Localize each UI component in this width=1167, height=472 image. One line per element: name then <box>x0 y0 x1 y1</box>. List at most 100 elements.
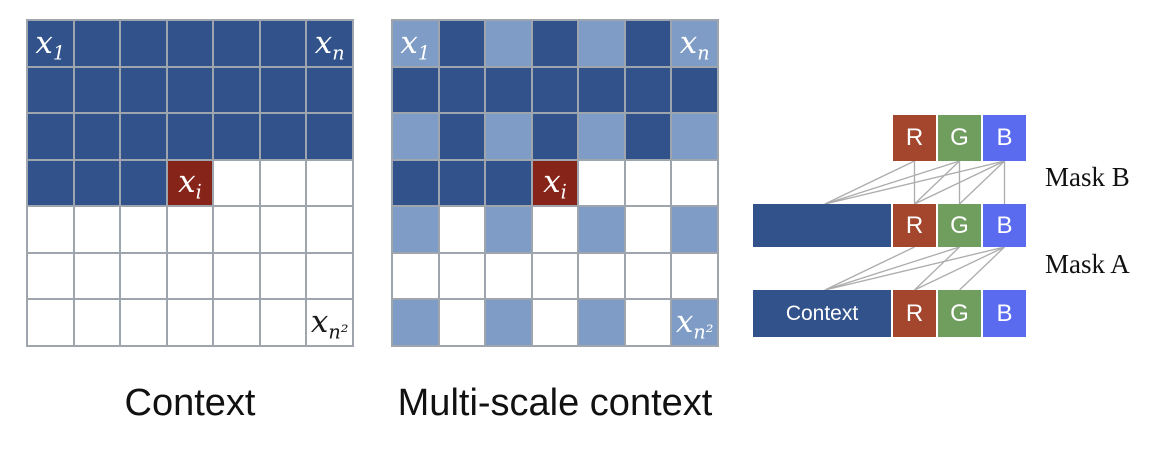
grid-cell <box>28 114 73 159</box>
grid-cell <box>121 300 166 345</box>
grid-cell <box>579 207 624 252</box>
mask-connection-line <box>914 246 960 291</box>
cell-math-label: xi <box>178 164 202 205</box>
mask-connection-line <box>824 160 1005 205</box>
grid-cell <box>672 160 717 206</box>
grid-cell <box>486 160 531 206</box>
grid-cell <box>260 21 306 66</box>
grid-cell <box>307 160 352 206</box>
grid-cell <box>532 21 578 66</box>
multiscale-grid: x1 xn xi xn² <box>391 19 719 347</box>
grid-cell <box>28 160 73 206</box>
middle-b-square: B <box>983 204 1026 247</box>
grid-cell <box>439 67 485 113</box>
grid-cell <box>393 253 438 299</box>
grid-cell <box>672 67 717 113</box>
grid-cell: xn² <box>672 300 717 345</box>
cell-math-label: x1 <box>35 24 66 65</box>
mask-b-label: Mask B <box>1045 162 1130 192</box>
grid-cell <box>260 114 306 159</box>
grid-cell <box>74 114 120 159</box>
grid-cell <box>486 300 531 345</box>
grid-cell <box>439 253 485 299</box>
grid-cell: xi <box>532 160 578 206</box>
mask-connection-line <box>824 246 915 291</box>
grid-cell <box>532 67 578 113</box>
grid-cell <box>167 300 213 345</box>
bottom-b-square: B <box>983 290 1026 337</box>
cell-math-label: xn <box>314 24 345 65</box>
grid-cell <box>214 21 259 66</box>
grid-cell: x1 <box>393 21 438 66</box>
grid-cell <box>393 67 438 113</box>
grid-cell: xn <box>307 21 352 66</box>
mask-connection-line <box>914 160 960 205</box>
mask-connection-line <box>824 160 960 205</box>
grid-cell <box>214 253 259 299</box>
mask-connection-line <box>914 160 1005 205</box>
grid-cell <box>260 207 306 252</box>
grid-cell <box>74 67 120 113</box>
grid-cell <box>486 67 531 113</box>
grid-cell <box>74 160 120 206</box>
grid-cell <box>214 114 259 159</box>
top-b-square: B <box>983 115 1026 161</box>
grid-cell <box>625 207 671 252</box>
grid-cell <box>532 300 578 345</box>
grid-cell <box>672 114 717 159</box>
multiscale-grid-caption: Multi-scale context <box>397 382 713 424</box>
grid-cell <box>579 67 624 113</box>
grid-cell <box>672 253 717 299</box>
cell-math-label: xn <box>679 24 710 65</box>
middle-context-bar <box>753 204 891 247</box>
grid-cell <box>532 253 578 299</box>
mask-connection-line <box>959 246 1005 291</box>
grid-cell <box>214 300 259 345</box>
mask-connection-line <box>959 160 1005 205</box>
grid-cell <box>486 253 531 299</box>
grid-cell: xi <box>167 160 213 206</box>
grid-cell <box>439 300 485 345</box>
cell-math-label: xn² <box>310 304 349 344</box>
grid-cell <box>121 207 166 252</box>
grid-cell <box>167 253 213 299</box>
mask-connection-line <box>824 246 1005 291</box>
cell-math-label: xi <box>543 164 567 205</box>
grid-cell <box>214 160 259 206</box>
grid-cell <box>307 114 352 159</box>
grid-cell <box>393 114 438 159</box>
grid-cell <box>260 67 306 113</box>
grid-cell <box>307 67 352 113</box>
grid-cell <box>625 253 671 299</box>
grid-cell <box>579 300 624 345</box>
grid-cell <box>439 114 485 159</box>
grid-cell <box>167 114 213 159</box>
grid-cell <box>625 114 671 159</box>
grid-cell <box>74 207 120 252</box>
grid-cell <box>579 114 624 159</box>
mask-connection-line <box>914 246 1005 291</box>
grid-cell <box>74 253 120 299</box>
grid-cell <box>393 207 438 252</box>
grid-cell <box>439 207 485 252</box>
mask-connection-lines <box>824 160 1006 291</box>
grid-cell <box>625 21 671 66</box>
grid-cell <box>74 300 120 345</box>
grid-cell <box>121 160 166 206</box>
grid-cell <box>579 160 624 206</box>
grid-cell <box>28 207 73 252</box>
grid-cell <box>439 21 485 66</box>
bottom-g-square: G <box>938 290 981 337</box>
grid-cell: xn² <box>307 300 352 345</box>
grid-cell <box>167 67 213 113</box>
grid-cell <box>307 207 352 252</box>
grid-cell <box>486 207 531 252</box>
grid-cell <box>260 253 306 299</box>
grid-cell <box>28 253 73 299</box>
mask-connection-line <box>824 246 960 291</box>
grid-cell <box>532 114 578 159</box>
cell-math-label: xn² <box>675 304 714 344</box>
grid-cell <box>579 21 624 66</box>
grid-cell <box>260 300 306 345</box>
grid-cell <box>393 160 438 206</box>
